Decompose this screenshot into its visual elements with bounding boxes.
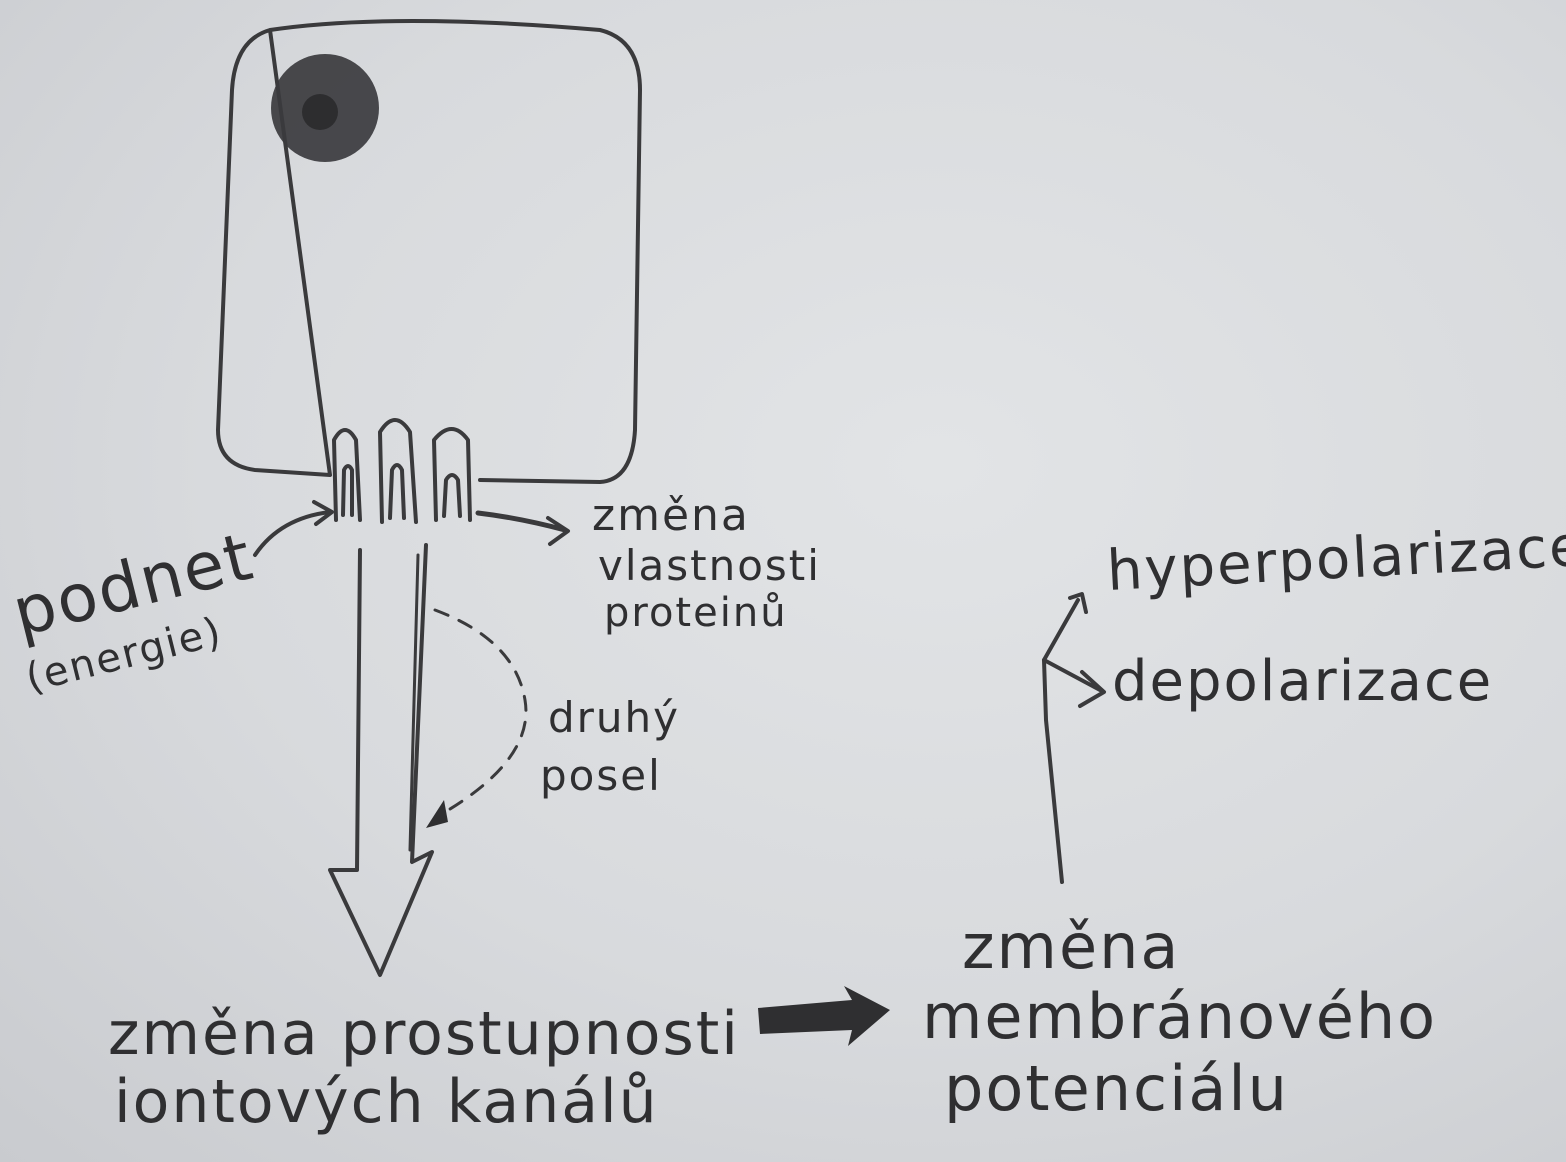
hyperpolarization-label: hyperpolarizace	[1105, 514, 1566, 604]
second-messenger-label-line1: druhý	[548, 693, 680, 742]
cell-nucleus-center	[302, 94, 338, 130]
potential-change-label-line3: potenciálu	[944, 1052, 1289, 1125]
branch-arrow	[1044, 600, 1078, 882]
protein-change-label-line3: proteinů	[604, 590, 788, 636]
potential-change-label-line2: membránového	[922, 980, 1437, 1053]
receptor-protein-3	[434, 429, 470, 520]
second-messenger-arrowhead	[426, 800, 448, 828]
second-messenger-arrow	[435, 610, 526, 815]
depolarization-label: depolarizace	[1112, 649, 1493, 714]
potential-arrow	[758, 986, 890, 1046]
depolarization-arrowhead	[1080, 672, 1104, 706]
second-messenger-label-line2: posel	[540, 751, 662, 800]
protein-change-label-line1: změna	[592, 490, 750, 541]
stimulus-arrow	[255, 512, 330, 555]
receptor-protein-1	[334, 430, 360, 520]
receptor-protein-2	[380, 420, 416, 522]
potential-change-label-line1: změna	[962, 910, 1180, 983]
depolarization-branch	[1044, 660, 1100, 690]
permeability-change-label-line2: iontových kanálů	[114, 1067, 659, 1137]
membrane-receptors	[334, 420, 470, 522]
protein-change-label-line2: vlastnosti	[598, 541, 821, 590]
protein-change-arrowhead	[548, 518, 568, 544]
permeability-change-label-line1: změna prostupnosti	[108, 999, 740, 1069]
